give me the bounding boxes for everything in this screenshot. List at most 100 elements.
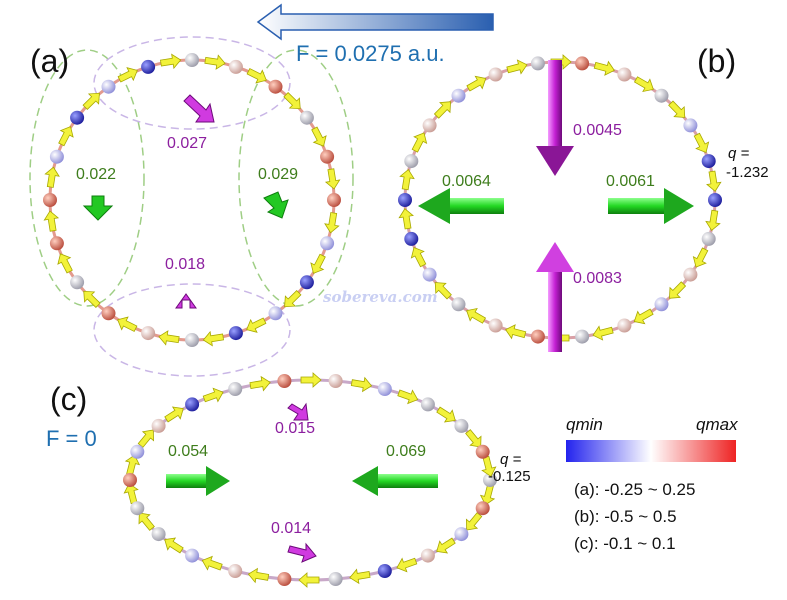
bond-arrow [158,330,180,346]
atom [377,382,392,396]
purple-arrow-a-top [183,94,215,123]
c-field-label: F = 0 [46,426,97,451]
watermark: sobereva.com [323,288,438,306]
purple-arrow-b-up [536,242,574,352]
legend-color-bar [566,440,736,462]
green-arrow-c-right [166,466,230,496]
bond-arrow [117,316,138,332]
bond-arrow [138,512,155,531]
atom [277,374,292,388]
bond-arrow [44,166,60,188]
atom [327,193,341,207]
bond-arrow [82,92,100,111]
bond-arrow [706,170,722,192]
atom [151,527,166,542]
atom [320,236,335,251]
bond-arrow [283,91,301,110]
bond-arrow [633,308,654,325]
atom [299,110,314,125]
atom [683,118,698,133]
bond-arrow [324,168,341,190]
bond-arrow [324,212,340,234]
bond-arrow [284,289,302,308]
bond-arrow [247,567,270,584]
atom [130,444,145,459]
bond-arrow [481,455,497,478]
bond-arrow [433,101,451,119]
bond-arrow [43,210,60,232]
bond-arrow [434,282,452,300]
atom [185,397,200,412]
atom [530,329,545,344]
atom [451,88,466,103]
bond-arrow [249,375,271,392]
bond-arrow [399,168,415,191]
atom [43,193,57,207]
atom [130,501,145,516]
atom [404,231,419,246]
bond-arrow [397,389,419,405]
bond-arrow [298,572,320,588]
panel-b-label: (b) [697,43,737,79]
atom [141,59,156,74]
bond-arrow [669,281,687,299]
bond-arrow [311,126,327,147]
region-top-dashed [93,36,291,130]
c-top-value: 0.015 [275,420,316,437]
atom [49,149,64,164]
atom [328,374,343,388]
c-right-value: 0.069 [386,443,427,460]
legend-range-b: (b): -0.5 ~ 0.5 [574,507,677,526]
bond-arrow [310,253,326,274]
legend-qmax: qmax [696,415,738,434]
atom [141,326,156,341]
c-left-value: 0.054 [168,443,209,460]
bond-arrow [246,317,267,333]
atom [228,382,243,396]
atom [328,572,343,586]
bond-arrow [204,54,226,70]
bond-arrow [201,555,223,571]
atom [123,473,137,487]
legend-qmin: qmin [566,415,603,434]
green-arrow-a-right [263,191,289,219]
region-bottom-dashed [93,283,291,377]
b-right-value: 0.0061 [606,173,655,190]
green-arrow-b-left [418,188,504,224]
bond-arrow [396,557,418,573]
bond-arrow [117,67,138,83]
atom [101,79,116,94]
atom [377,564,392,578]
c-bottom-value: 0.014 [271,520,312,537]
atom [185,333,199,347]
b-q-label: q = [728,145,750,162]
force-arrow [256,3,494,41]
bond-arrow [693,132,710,154]
bond-arrow [350,376,373,393]
b-bottom-value: 0.0083 [573,270,622,287]
green-arrow-c-left [352,466,438,496]
bond-arrow [692,247,709,268]
c-q-label: q = [500,451,522,468]
atom [422,267,437,282]
atom [475,501,490,516]
atom [420,548,435,563]
atom [268,79,283,94]
bond-arrow [410,246,427,268]
bond-arrow [300,372,322,388]
atom [277,572,292,586]
bond-arrow [466,307,487,324]
atom [398,193,412,207]
bond-arrow [505,324,527,340]
atom [451,297,466,312]
atom [708,193,722,207]
bond-arrow [349,568,371,585]
atom [101,306,116,321]
bond-arrow [633,76,654,93]
purple-arrow-a-bottom [175,293,197,309]
region-right-dashed [238,49,354,307]
atom [228,326,243,341]
bond-arrow [159,53,182,70]
bond-arrow [506,59,528,75]
